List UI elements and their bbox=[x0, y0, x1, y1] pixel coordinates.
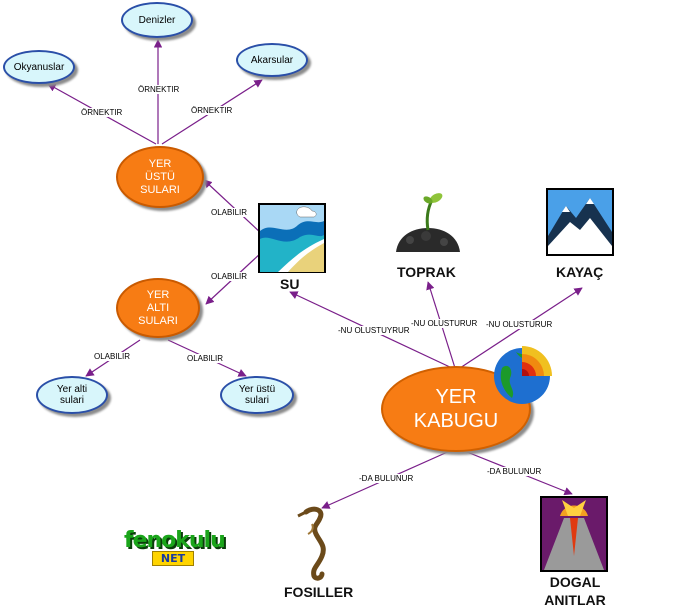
earth-layers-icon bbox=[494, 346, 552, 404]
edge-label-olabilir: OLABILIR bbox=[186, 354, 225, 363]
edge-label-da-bulunur: -DA BULUNUR bbox=[358, 474, 415, 483]
caption-toprak: TOPRAK bbox=[397, 264, 456, 280]
edge-label-nu-olusturur: -NU OLUSTURUR bbox=[485, 320, 554, 329]
node-akarsular[interactable]: Akarsular bbox=[236, 43, 308, 77]
edge-label-olabilir: OLABILIR bbox=[210, 272, 249, 281]
caption-fosiller: FOSILLER bbox=[284, 584, 354, 600]
node-yer-ustu-sulari-small[interactable]: Yer üstü sulari bbox=[220, 376, 294, 414]
edge-olabilir-ustu bbox=[203, 179, 263, 235]
edge-label-olabilir: OLABILIR bbox=[93, 352, 132, 361]
node-yer-alti-sulari-small[interactable]: Yer alti sulari bbox=[36, 376, 108, 414]
mountain-rock-icon bbox=[546, 188, 614, 256]
caption-dogal-anitlar: DOGAL ANITLAR bbox=[544, 574, 606, 608]
node-yer-ustu-sulari[interactable]: YER ÜSTÜ SULARI bbox=[116, 146, 204, 208]
soil-sprout-icon bbox=[396, 193, 460, 252]
fenokulu-logo[interactable]: fenokulu NET bbox=[124, 528, 226, 566]
edge-label-da-bulunur: -DA BULUNUR bbox=[486, 467, 543, 476]
water-coast-icon bbox=[258, 203, 326, 273]
edge-label-nu-olusturur: -NU OLUSTURUR bbox=[410, 319, 479, 328]
caption-kayac: KAYAÇ bbox=[556, 264, 604, 280]
node-denizler[interactable]: Denizler bbox=[121, 2, 193, 38]
edge-label-olabilir: OLABILIR bbox=[210, 208, 249, 217]
node-okyanuslar[interactable]: Okyanuslar bbox=[3, 50, 75, 84]
edge-label-ornektir: ÖRNEKTIR bbox=[80, 108, 124, 117]
edge-label-nu-olustuyrur: -NU OLUSTUYRUR bbox=[337, 326, 411, 335]
edge-label-ornektir: ÖRNEKTIR bbox=[137, 85, 181, 94]
seahorse-fossil-icon bbox=[297, 506, 326, 581]
volcano-icon bbox=[540, 496, 608, 572]
node-yer-kabugu[interactable]: YER KABUGU bbox=[381, 366, 531, 452]
caption-su: SU bbox=[280, 276, 300, 292]
node-yer-alti-sulari[interactable]: YER ALTI SULARI bbox=[116, 278, 200, 338]
edge-label-ornektir: ÖRNEKTIR bbox=[190, 106, 234, 115]
